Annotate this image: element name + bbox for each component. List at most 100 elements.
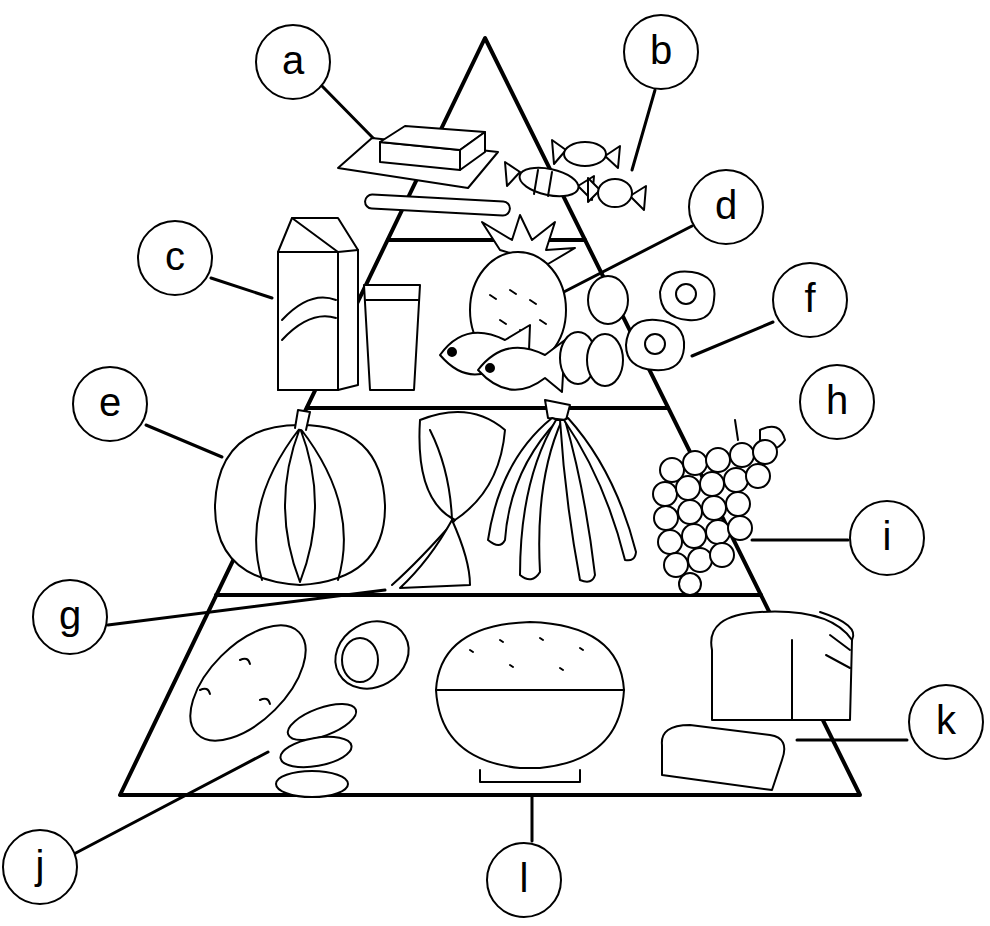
callout-circle: d xyxy=(688,169,764,245)
butter xyxy=(365,194,511,216)
fish-and-eggs xyxy=(448,348,456,356)
bananas xyxy=(545,400,570,420)
rice-bowl xyxy=(436,622,624,690)
leader-lines xyxy=(322,86,375,140)
rice-bowl xyxy=(470,638,583,670)
rice-bowl xyxy=(436,690,624,768)
candies xyxy=(605,146,620,168)
grapes xyxy=(746,464,770,488)
rice-bowl xyxy=(436,622,624,782)
leader-lines xyxy=(692,322,773,356)
milk-carton-and-glass xyxy=(278,218,420,390)
milk-carton-and-glass xyxy=(278,218,358,390)
grapes xyxy=(678,500,702,524)
butter xyxy=(460,132,485,170)
candies xyxy=(598,179,632,207)
grapes xyxy=(679,573,701,595)
pumpkin xyxy=(215,410,385,585)
sweet-potatoes xyxy=(276,771,348,797)
grapes xyxy=(653,482,677,506)
leader-lines xyxy=(108,590,385,625)
callout-letter: b xyxy=(650,30,672,74)
leader-lines xyxy=(752,539,848,542)
grapes xyxy=(682,524,706,548)
bananas xyxy=(520,420,562,579)
callout-letter: d xyxy=(715,185,737,229)
candies xyxy=(505,140,646,210)
milk-carton-and-glass xyxy=(278,252,338,390)
sweet-potatoes xyxy=(278,732,354,772)
milk-carton-and-glass xyxy=(282,298,336,341)
fish-and-eggs xyxy=(626,320,684,370)
pyramid-outline xyxy=(388,238,585,242)
candies xyxy=(564,142,606,166)
grapes xyxy=(706,448,730,472)
candies xyxy=(548,172,552,196)
rice-bowl xyxy=(480,770,580,782)
bananas xyxy=(488,400,636,582)
callout-circle: h xyxy=(799,364,875,440)
candies xyxy=(505,162,520,186)
callout-circle: j xyxy=(2,829,78,905)
candies xyxy=(517,163,581,201)
leader-lines xyxy=(531,796,534,841)
callout-circle: a xyxy=(255,24,331,100)
fish-and-eggs xyxy=(478,340,565,392)
milk-carton-and-glass xyxy=(366,299,418,301)
grapes xyxy=(700,472,724,496)
fish-and-eggs xyxy=(676,284,696,304)
grapes xyxy=(724,468,748,492)
pyramid-outline xyxy=(307,406,668,410)
spinach xyxy=(419,412,505,520)
grapes xyxy=(730,443,754,467)
callout-circle: c xyxy=(137,220,213,296)
bananas xyxy=(564,418,636,560)
leader-lines xyxy=(146,425,222,457)
grapes xyxy=(706,520,730,544)
spinach xyxy=(400,520,470,588)
callout-letter: j xyxy=(36,845,45,889)
leader-lines xyxy=(632,90,655,170)
callout-letter: l xyxy=(520,858,529,902)
fish-and-eggs xyxy=(440,215,715,392)
bread xyxy=(820,612,853,668)
callout-circle: k xyxy=(908,684,984,760)
pumpkin xyxy=(215,425,385,585)
fish-and-eggs xyxy=(588,276,628,324)
grapes xyxy=(710,543,734,567)
leader-lines xyxy=(211,278,272,298)
grapes xyxy=(728,516,752,540)
sweet-potatoes xyxy=(323,608,421,701)
callout-circle: i xyxy=(849,500,925,576)
candies xyxy=(534,170,538,194)
callout-circle: g xyxy=(32,579,108,655)
sweet-potatoes xyxy=(342,638,378,682)
callout-letter: f xyxy=(804,278,815,322)
fish-and-eggs xyxy=(645,334,665,354)
callout-letter: h xyxy=(826,380,848,424)
fish-and-eggs xyxy=(660,271,715,320)
pumpkin xyxy=(256,428,344,582)
bread xyxy=(662,612,853,790)
fish-and-eggs xyxy=(486,364,494,372)
milk-carton-and-glass xyxy=(364,285,420,390)
bread xyxy=(711,612,852,720)
spinach xyxy=(392,412,505,588)
callout-letter: k xyxy=(936,700,956,744)
callout-circle: b xyxy=(623,14,699,90)
fish-and-eggs xyxy=(587,334,623,386)
sweet-potatoes xyxy=(200,659,270,704)
callout-circle: e xyxy=(72,366,148,442)
grapes xyxy=(653,420,785,595)
butter xyxy=(338,126,510,216)
callout-letter: c xyxy=(165,236,185,280)
grapes xyxy=(654,506,678,530)
grapes xyxy=(735,420,738,440)
milk-carton-and-glass xyxy=(292,218,338,252)
grapes xyxy=(702,496,726,520)
callout-letter: i xyxy=(883,516,892,560)
leader-lines xyxy=(72,86,907,855)
leader-lines xyxy=(72,752,268,855)
